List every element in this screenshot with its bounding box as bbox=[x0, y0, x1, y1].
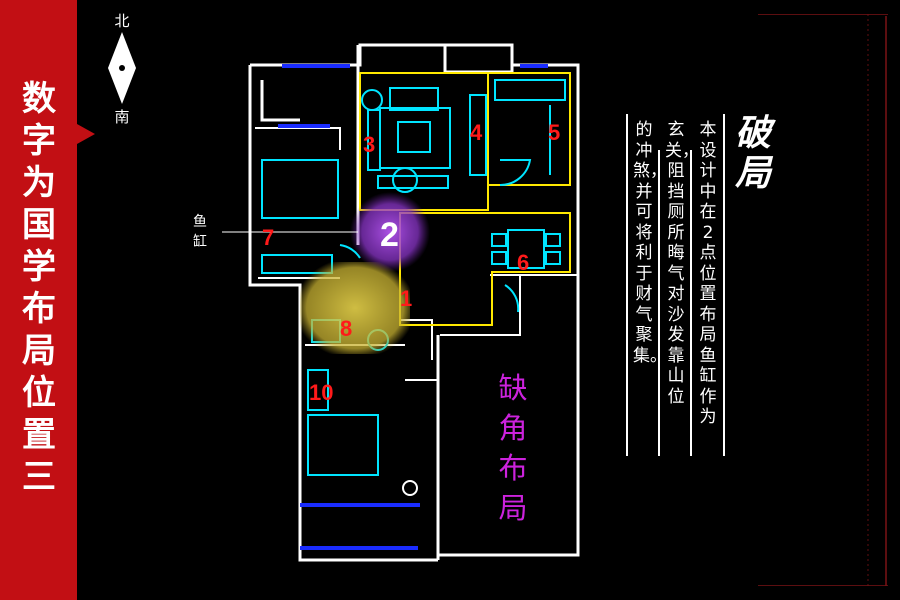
side-banner bbox=[0, 0, 77, 600]
compass-north-label: 北 bbox=[114, 12, 130, 30]
marker-10: 10 bbox=[309, 380, 333, 405]
marker-8: 8 bbox=[340, 316, 352, 341]
marker-2: 2 bbox=[380, 216, 399, 254]
side-title: 数字为国学布局位置三 bbox=[22, 79, 56, 497]
body-column-1: 本设计中在2点位置布局鱼缸作为 bbox=[699, 120, 717, 427]
windows bbox=[278, 64, 548, 550]
section-title: 破局 bbox=[735, 112, 772, 194]
compass: 北 南 bbox=[104, 10, 140, 130]
marker-4: 4 bbox=[470, 120, 483, 145]
column-rule-4 bbox=[626, 114, 628, 456]
marker-5: 5 bbox=[548, 120, 560, 145]
column-rule-2 bbox=[690, 150, 692, 456]
compass-south-label: 南 bbox=[114, 108, 130, 126]
missing-corner-label: 缺角布局 bbox=[498, 371, 528, 525]
fish-tank-spot bbox=[350, 192, 430, 272]
compass-needle-icon bbox=[108, 32, 136, 104]
marker-1: 1 bbox=[400, 286, 412, 311]
banner-notch bbox=[77, 124, 95, 144]
fish-tank-label: 鱼缸 bbox=[193, 214, 207, 250]
column-rule-3 bbox=[658, 150, 660, 456]
marker-3: 3 bbox=[363, 132, 375, 157]
toilet-circle bbox=[402, 480, 418, 496]
bathroom-spot bbox=[300, 262, 410, 354]
marker-6: 6 bbox=[517, 250, 529, 275]
body-column-3: 的冲煞，并可将利于财气聚集。 bbox=[633, 120, 667, 366]
markers: 1 3 4 5 6 7 8 10 bbox=[262, 120, 560, 405]
marker-7: 7 bbox=[262, 225, 274, 250]
column-rule-1 bbox=[723, 114, 725, 456]
body-column-2: 玄关，阻挡厕所晦气对沙发靠山位 bbox=[665, 120, 699, 407]
